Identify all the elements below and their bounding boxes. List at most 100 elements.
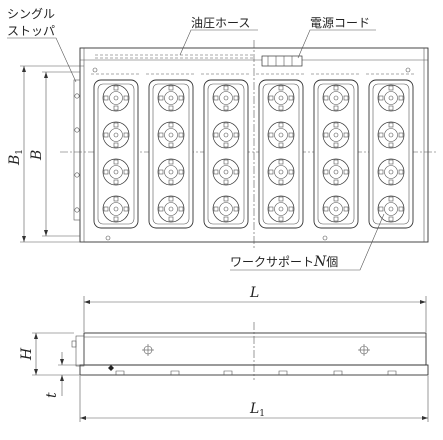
work-support <box>102 84 130 112</box>
work-support <box>157 121 185 149</box>
support-bolt <box>233 169 239 175</box>
dim-b1-main: B <box>7 155 23 166</box>
support-inner <box>164 128 178 142</box>
dim-l-label: L <box>249 285 259 301</box>
pad-inner-outline <box>207 83 245 225</box>
support-inner <box>109 202 123 216</box>
work-support <box>157 158 185 186</box>
dim-h-label: H <box>19 347 35 361</box>
support-bolt <box>388 142 394 148</box>
single-stopper-bar <box>73 79 81 221</box>
pad-outline <box>148 79 194 229</box>
pad-column <box>146 73 196 229</box>
support-outer <box>377 84 405 112</box>
dim-l1-label: L1 <box>249 401 265 419</box>
support-bolt <box>288 206 294 212</box>
dimension-l: L <box>83 285 427 332</box>
support-bolt <box>278 159 284 165</box>
support-bolt <box>123 206 129 212</box>
stopper-bolt <box>74 93 80 99</box>
support-outer <box>102 84 130 112</box>
work-support <box>322 121 350 149</box>
work-support <box>377 158 405 186</box>
support-inner <box>164 165 178 179</box>
support-outer <box>157 121 185 149</box>
dim-b-label: B <box>29 150 45 161</box>
top-view-labels: シングル ストッパ 油圧ホース 電源コード ワークサポートN個 <box>7 7 385 271</box>
front-view <box>71 322 429 380</box>
side-fitting <box>71 340 77 348</box>
support-bolt <box>278 122 284 128</box>
support-bolt <box>103 95 109 101</box>
support-tab <box>170 370 180 375</box>
work-support <box>102 121 130 149</box>
support-bolt <box>278 142 284 148</box>
support-bolt <box>223 179 229 185</box>
work-support <box>212 195 240 223</box>
support-inner <box>329 202 343 216</box>
support-bolt <box>178 132 184 138</box>
support-center <box>168 132 174 138</box>
support-bolt <box>213 95 219 101</box>
support-bolt <box>158 169 164 175</box>
support-outer <box>212 195 240 223</box>
work-support <box>267 158 295 186</box>
support-bolt <box>158 206 164 212</box>
label-oil-hose: 油圧ホース <box>191 16 250 30</box>
support-bolt <box>278 196 284 202</box>
support-outer <box>102 158 130 186</box>
support-center <box>168 95 174 101</box>
support-bolt <box>378 206 384 212</box>
support-bolt <box>388 196 394 202</box>
top-view <box>60 40 438 248</box>
support-bolt <box>343 206 349 212</box>
pad-outline <box>203 79 249 229</box>
support-center <box>223 206 229 212</box>
support-bolt <box>378 95 384 101</box>
support-tab <box>333 370 343 375</box>
support-bolt <box>178 206 184 212</box>
mounting-hole <box>92 67 98 73</box>
pad-inner-outline <box>372 83 410 225</box>
dimension-l1: L1 <box>79 376 429 422</box>
support-center <box>113 132 119 138</box>
support-inner <box>384 128 398 142</box>
mounting-hole <box>105 235 111 241</box>
leader-single-stopper <box>7 37 77 83</box>
support-bolt <box>388 85 394 91</box>
support-bolt <box>343 132 349 138</box>
support-bolt <box>388 105 394 111</box>
support-center <box>278 206 284 212</box>
label-work-support-prefix: ワークサポート <box>230 255 314 269</box>
leader-oil-hose <box>179 29 258 56</box>
work-support <box>157 195 185 223</box>
support-bolt <box>333 142 339 148</box>
support-bolt <box>178 169 184 175</box>
support-bolt <box>213 206 219 212</box>
support-outer <box>212 158 240 186</box>
support-outer <box>212 121 240 149</box>
support-bolt <box>343 95 349 101</box>
body-outline <box>83 332 427 366</box>
support-center <box>333 95 339 101</box>
support-center <box>388 132 394 138</box>
support-bolt <box>268 169 274 175</box>
work-support <box>267 195 295 223</box>
support-center <box>333 206 339 212</box>
support-bolt <box>398 169 404 175</box>
support-bolt <box>223 159 229 165</box>
pad-column <box>201 73 251 229</box>
support-bolt <box>113 216 119 222</box>
support-outer <box>212 84 240 112</box>
dim-b1-label: B1 <box>7 149 25 166</box>
support-bolt <box>168 159 174 165</box>
pad-inner-outline <box>262 83 300 225</box>
power-cord-connector <box>261 55 303 67</box>
dim-t-label: t <box>44 392 60 398</box>
support-inner <box>109 91 123 105</box>
support-outer <box>267 158 295 186</box>
support-bolt <box>398 132 404 138</box>
support-outer <box>322 158 350 186</box>
support-outer <box>322 121 350 149</box>
support-bolt <box>333 105 339 111</box>
